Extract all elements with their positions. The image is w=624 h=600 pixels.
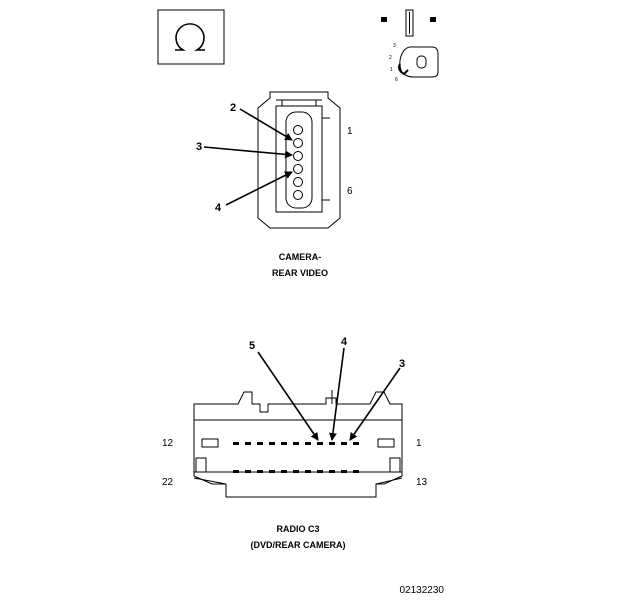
radio-callout-label: 3 [399,358,405,370]
illustration-id: 02132230 [400,585,445,596]
radio-pin-slots [233,442,359,473]
radio-callout-label: 4 [341,336,348,348]
key-label: 1 [390,67,393,73]
radio-pin [353,442,359,445]
radio-pin [269,442,275,445]
camera-pin [293,177,303,187]
camera-callout-label: 3 [196,141,202,153]
omega-symbol-icon [157,9,225,65]
camera-pin [293,138,303,148]
radio-pin [305,470,311,473]
radio-pin [269,470,275,473]
radio-pin [341,470,347,473]
radio-pin [245,470,251,473]
radio-caption: (DVD/REAR CAMERA) [251,540,346,550]
camera-pin [293,125,303,135]
key-label: 2 [389,55,392,61]
radio-pin [281,442,287,445]
radio-row2-left-position: 22 [162,477,174,488]
camera-caption: REAR VIDEO [272,268,328,278]
radio-pin [281,470,287,473]
radio-row1-right-position: 1 [416,438,422,449]
radio-pin [341,442,347,445]
radio-pin [257,470,263,473]
radio-pin [317,442,323,445]
radio-row1-left-position: 12 [162,438,174,449]
camera-connector [257,91,341,229]
camera-pin [293,151,303,161]
camera-pin [293,164,303,174]
radio-caption: RADIO C3 [276,524,319,534]
radio-row2-right-position: 13 [416,477,428,488]
camera-pin [293,190,303,200]
key-label: 6 [395,77,398,83]
radio-pin [305,442,311,445]
camera-callout-label: 2 [230,102,236,114]
camera-position-last: 6 [347,186,353,197]
radio-callout-label: 5 [249,340,255,352]
camera-position-first: 1 [347,126,353,137]
radio-pin [317,470,323,473]
radio-pin [245,442,251,445]
connector-key-icon: 3 2 1 6 [381,9,439,83]
radio-pin [329,470,335,473]
radio-pin [353,470,359,473]
radio-pin [293,470,299,473]
radio-pin [293,442,299,445]
camera-caption: CAMERA- [279,252,322,262]
radio-pin [257,442,263,445]
camera-callout-arrows [203,108,293,206]
radio-callout-arrows [257,347,401,441]
camera-callout-label: 4 [215,202,222,214]
radio-pin [329,442,335,445]
radio-pin [233,470,239,473]
key-label: 3 [393,43,396,49]
radio-pin [233,442,239,445]
